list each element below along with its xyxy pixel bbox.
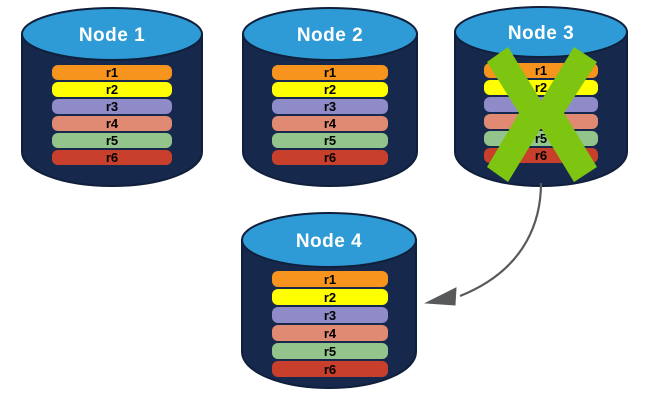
node-1-row-r2 [52, 82, 172, 97]
node-4-row-r5 [272, 343, 388, 359]
node-1-row-r4-label: r4 [106, 116, 119, 131]
node-1-title: Node 1 [79, 25, 145, 46]
node-4-cylinder-top [241, 212, 417, 268]
node-1-row-r6 [52, 150, 172, 165]
node-3-failure-x-icon [487, 47, 597, 182]
node-1-row-r6-label: r6 [106, 150, 118, 165]
node-3-row-r5-label: r5 [535, 131, 547, 146]
node-4-row-r5-label: r5 [324, 344, 336, 359]
node-2-row-r4-label: r4 [324, 116, 337, 131]
node-4-row-r2-label: r2 [324, 290, 336, 305]
node-2-row-r3-label: r3 [324, 99, 336, 114]
node-2-row-r3 [272, 99, 388, 114]
node-3-title: Node 3 [508, 23, 574, 44]
node-2-row-r2-label: r2 [324, 82, 336, 97]
node-1-row-r3-label: r3 [106, 99, 118, 114]
node-2-row-r1-label: r1 [324, 65, 336, 80]
node-4-row-r4-label: r4 [324, 326, 337, 341]
node-2-row-r6-label: r6 [324, 150, 336, 165]
replication-arrow-head-icon [424, 287, 457, 306]
node-4-row-r6 [272, 361, 388, 377]
node-4-row-r2 [272, 289, 388, 305]
node-2-row-r4 [272, 116, 388, 131]
node-1-row-r4 [52, 116, 172, 131]
node-2-rows: r1 r2 r3 r4 r5 r6 [272, 65, 388, 165]
node-4[interactable]: Node 4 r1 r2 r3 r4 r5 r6 [241, 212, 417, 389]
node-2-row-r1 [272, 65, 388, 80]
node-4-row-r1-label: r1 [324, 272, 336, 287]
node-2-row-r2 [272, 82, 388, 97]
node-3[interactable]: Node 3 r1 r2 r3 r4 r5 r6 [454, 6, 628, 187]
node-3-row-r2-label: r2 [535, 80, 547, 95]
node-1-cylinder-top [21, 7, 203, 61]
node-4-row-r1 [272, 271, 388, 287]
node-1-row-r5-label: r5 [106, 133, 118, 148]
node-4-row-r6-label: r6 [324, 362, 336, 377]
replication-arrow [424, 182, 543, 306]
node-4-row-r3 [272, 307, 388, 323]
node-4-title: Node 4 [296, 231, 362, 252]
node-2-row-r5-label: r5 [324, 133, 336, 148]
node-1-row-r2-label: r2 [106, 82, 118, 97]
node-1-row-r1-label: r1 [106, 65, 118, 80]
node-2-title: Node 2 [297, 25, 363, 46]
node-4-row-r3-label: r3 [324, 308, 336, 323]
node-3-row-r6-label: r6 [535, 148, 547, 163]
node-1-rows: r1 r2 r3 r4 r5 r6 [52, 65, 172, 165]
node-2-cylinder-top [242, 7, 418, 61]
node-1-row-r5 [52, 133, 172, 148]
node-4-rows: r1 r2 r3 r4 r5 r6 [272, 271, 388, 377]
replication-arrow-line [459, 182, 543, 298]
node-2-row-r5 [272, 133, 388, 148]
node-3-row-r1-label: r1 [535, 63, 547, 78]
node-1-row-r1 [52, 65, 172, 80]
node-2-row-r6 [272, 150, 388, 165]
node-2[interactable]: Node 2 r1 r2 r3 r4 r5 r6 [242, 7, 418, 187]
node-1[interactable]: Node 1 r1 r2 r3 r4 r5 r6 [21, 7, 203, 187]
node-3-cylinder-top [454, 6, 628, 58]
node-1-row-r3 [52, 99, 172, 114]
node-4-row-r4 [272, 325, 388, 341]
